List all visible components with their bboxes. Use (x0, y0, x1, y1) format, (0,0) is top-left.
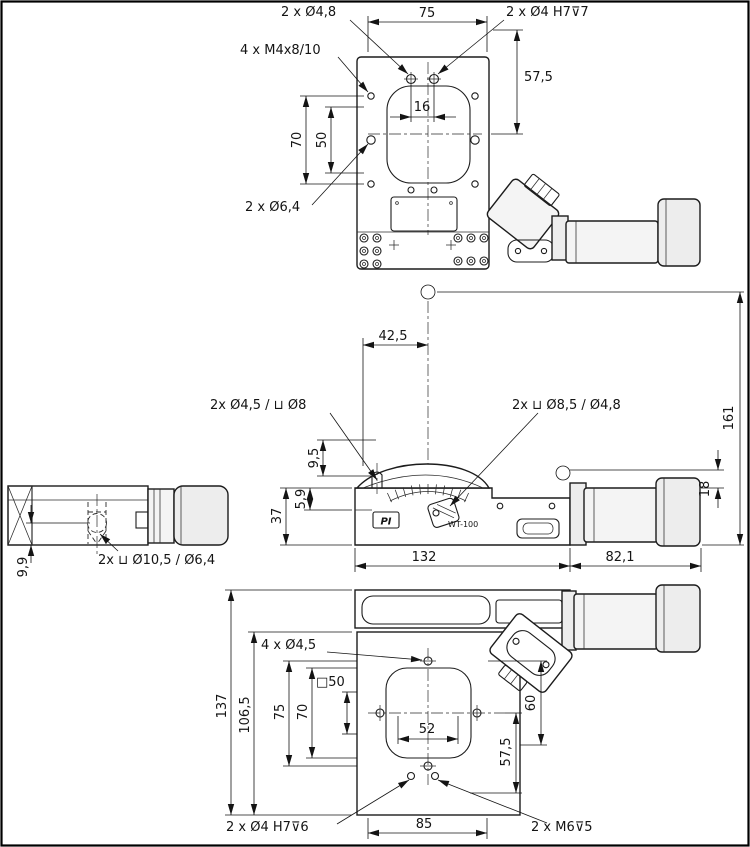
dim-85: 85 (367, 817, 488, 839)
dim-9-9-label: 9,9 (16, 557, 31, 578)
dim-50-top-label: 50 (315, 132, 330, 149)
screw-heads-right (453, 233, 489, 266)
model-label: WT-100 (448, 520, 478, 529)
dim-42-5-label: 42,5 (379, 329, 408, 344)
dim-16: 16 (390, 85, 456, 122)
callout-dia45: 4 x Ø4,5 (261, 638, 423, 663)
gearbox-top (486, 173, 560, 250)
dsub-connector (516, 518, 560, 539)
dim-75-top: 75 (367, 6, 488, 52)
center-mark-circle (420, 284, 436, 300)
logo-box (372, 511, 400, 529)
datum-circle (555, 465, 571, 481)
motor-body-top (565, 220, 659, 264)
dim-18: 18 (570, 450, 724, 508)
dim-75-top-label: 75 (419, 6, 436, 21)
callout-m4-label: 4 x M4x8/10 (240, 43, 321, 58)
brand-logo: PI (380, 517, 391, 528)
dim-132-label: 132 (412, 550, 437, 565)
motor-body-left (173, 485, 229, 546)
connector-block-bottom (489, 613, 573, 693)
dim-37: 37 (270, 487, 352, 546)
dim-70-top-label: 70 (290, 132, 305, 149)
dim-square-50-label: □50 (316, 675, 345, 690)
motor-cylinder-side (655, 477, 701, 547)
dim-106-5-label: 106,5 (238, 696, 253, 733)
callout-pins-bottom-label: 2 x Ø4 H7⊽6 (226, 820, 309, 835)
dim-square-50: □50 (316, 675, 357, 735)
dim-42-5: 42,5 (362, 329, 428, 466)
callout-cb85: 2x ⊔ Ø8,5 / Ø4,8 (449, 398, 621, 507)
dim-9-5-label: 9,5 (307, 448, 322, 469)
dim-37-label: 37 (270, 508, 285, 525)
screw-heads-left (359, 233, 382, 269)
dim-137-label: 137 (215, 694, 230, 719)
callout-m4: 4 x M4x8/10 (240, 43, 369, 93)
motor-flange-left (147, 488, 175, 544)
callout-dia48: 2 x Ø4,8 (281, 5, 409, 75)
bottom-view: 137 106,5 75 70 □50 52 (215, 584, 701, 839)
dim-50-top: 50 (315, 106, 364, 174)
dim-16-label: 16 (414, 100, 431, 115)
dim-137: 137 (215, 589, 352, 816)
callout-dia45-label: 4 x Ø4,5 (261, 638, 316, 653)
dim-161: 161 (437, 291, 744, 546)
callout-cb8: 2x Ø4,5 / ⊔ Ø8 (210, 398, 378, 481)
dim-57-5-bottom-label: 57,5 (499, 738, 514, 767)
callout-cb8-label: 2x Ø4,5 / ⊔ Ø8 (210, 398, 306, 413)
dim-132: 132 (354, 548, 571, 572)
motor-cylinder-bottom (655, 584, 701, 653)
dial-ticks (387, 484, 469, 503)
dim-57-5-top-label: 57,5 (524, 70, 553, 85)
dim-9-5: 9,5 (307, 439, 376, 477)
dim-82-1: 82,1 (570, 548, 702, 572)
callout-cb105: 2x ⊔ Ø10,5 / Ø6,4 (98, 533, 215, 568)
dim-75-bottom-label: 75 (273, 704, 288, 721)
callout-pins-bottom: 2 x Ø4 H7⊽6 (226, 779, 410, 835)
dim-18-label: 18 (698, 481, 713, 498)
dim-57-5-top: 57,5 (491, 29, 553, 135)
dim-60-label: 60 (524, 695, 539, 712)
top-cutout (390, 196, 458, 232)
dim-9-9: 9,9 (8, 505, 90, 577)
callout-dia4h7: 2 x Ø4 H7⊽7 (437, 5, 589, 75)
callout-m6: 2 x M6⊽5 (437, 779, 593, 835)
bottom-plate (356, 631, 521, 816)
dim-82-1-label: 82,1 (606, 550, 635, 565)
top-aperture (386, 85, 471, 184)
motor-cylinder-top (657, 198, 701, 267)
left-view: 9,9 2x ⊔ Ø10,5 / Ø6,4 (7, 485, 229, 577)
dim-85-label: 85 (416, 817, 433, 832)
hidden-counterbore (87, 513, 107, 533)
callout-m6-label: 2 x M6⊽5 (531, 820, 593, 835)
left-body (7, 485, 149, 546)
dim-70-top: 70 (290, 95, 364, 185)
top-view: 75 57,5 16 70 50 2 x Ø (240, 5, 701, 270)
dim-52-label: 52 (419, 722, 436, 737)
callout-dia64-label: 2 x Ø6,4 (245, 200, 300, 215)
dim-52: 52 (397, 716, 459, 744)
callout-dia64: 2 x Ø6,4 (245, 143, 369, 215)
callout-cb85-label: 2x ⊔ Ø8,5 / Ø4,8 (512, 398, 621, 413)
motor-body-bottom (573, 593, 659, 650)
callout-dia48-label: 2 x Ø4,8 (281, 5, 336, 20)
dim-106-5: 106,5 (238, 631, 352, 815)
callout-dia4h7-label: 2 x Ø4 H7⊽7 (506, 5, 589, 20)
dim-57-5-bottom: 57,5 (470, 712, 522, 794)
top-plate (356, 56, 490, 270)
dim-70-bottom-label: 70 (296, 704, 311, 721)
dim-161-label: 161 (722, 406, 737, 431)
callout-cb105-label: 2x ⊔ Ø10,5 / Ø6,4 (98, 553, 215, 568)
dim-75-bottom: 75 (273, 660, 357, 767)
motor-body-side (583, 487, 659, 543)
dim-70-bottom: 70 (296, 667, 357, 759)
dim-5-9: 5,9 (294, 488, 352, 511)
dim-5-9-label: 5,9 (294, 489, 309, 510)
side-view: PI WT-100 42,5 161 18 (210, 284, 744, 572)
dim-60: 60 (488, 660, 547, 746)
